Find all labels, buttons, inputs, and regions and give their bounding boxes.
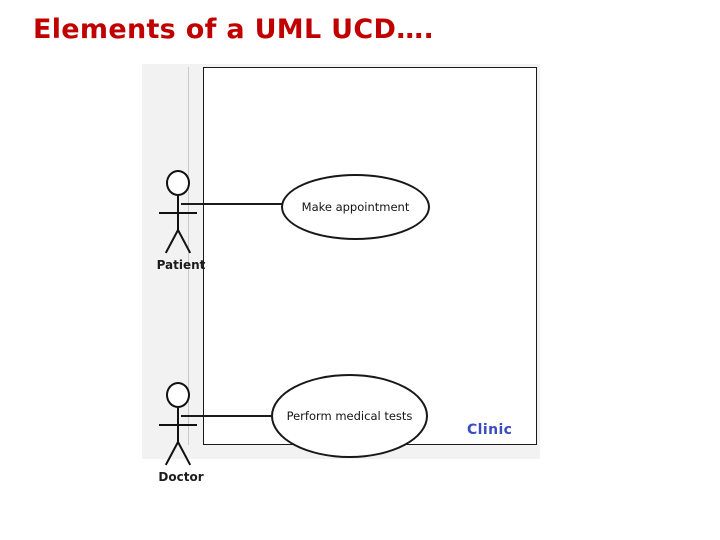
diagram-separator-line bbox=[188, 67, 189, 445]
actor-head-icon bbox=[166, 170, 190, 196]
use-case-perform-medical-tests: Perform medical tests bbox=[271, 374, 428, 458]
use-case-label-perform-medical-tests: Perform medical tests bbox=[286, 409, 413, 423]
actor-doctor: Doctor bbox=[148, 382, 214, 492]
actor-patient: Patient bbox=[148, 170, 214, 280]
use-case-make-appointment: Make appointment bbox=[281, 174, 430, 240]
actor-left-leg-icon bbox=[164, 229, 179, 254]
actor-arms-icon bbox=[159, 212, 197, 214]
actor-right-leg-icon bbox=[177, 229, 192, 254]
uml-use-case-diagram: Patient Doctor Make appointment Perform … bbox=[142, 64, 540, 484]
actor-head-icon bbox=[166, 382, 190, 408]
actor-right-leg-icon bbox=[177, 441, 192, 466]
actor-label-patient: Patient bbox=[156, 258, 206, 272]
actor-body-icon bbox=[177, 196, 179, 232]
actor-label-doctor: Doctor bbox=[158, 470, 204, 484]
use-case-label-make-appointment: Make appointment bbox=[301, 200, 410, 214]
actor-arms-icon bbox=[159, 424, 197, 426]
actor-left-leg-icon bbox=[164, 441, 179, 466]
page-title: Elements of a UML UCD…. bbox=[33, 14, 435, 45]
actor-body-icon bbox=[177, 408, 179, 444]
system-label-clinic: Clinic bbox=[467, 422, 513, 438]
